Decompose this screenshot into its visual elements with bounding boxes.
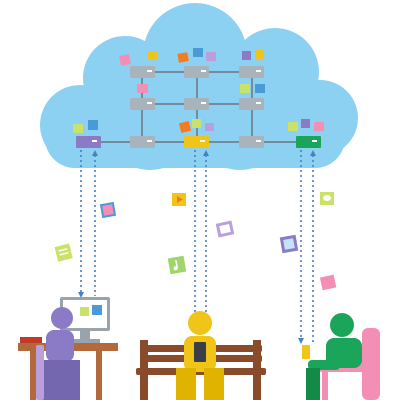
photo-icon (119, 54, 131, 66)
cloud-app-icons (73, 48, 324, 134)
contacts-icon (301, 119, 310, 128)
chat-icon (206, 52, 216, 61)
green-person (306, 313, 362, 400)
cloud (40, 3, 358, 170)
floating-icons (54, 192, 337, 291)
bench-user-scene (136, 311, 266, 400)
server-node-purple (76, 136, 101, 148)
server-node-green (296, 136, 321, 148)
mail-icon (205, 123, 214, 131)
chat-icon (192, 119, 201, 128)
server-nodes (76, 66, 321, 148)
photo-icon (88, 120, 98, 130)
chat-icon (137, 84, 148, 93)
music-icon (240, 84, 250, 93)
chat-icon (288, 122, 298, 131)
music-icon (167, 255, 187, 275)
armchair-user-scene (302, 313, 380, 400)
photo-icon (314, 122, 324, 131)
document-icon (73, 124, 83, 133)
photo-icon (255, 84, 265, 93)
phone (302, 345, 310, 359)
contacts-icon (279, 234, 299, 254)
tablet (194, 342, 206, 362)
desktop-user-scene (18, 297, 118, 400)
folder-icon (319, 274, 337, 291)
server-node (130, 66, 264, 148)
photo-icon (193, 48, 203, 57)
photo-icon (178, 120, 192, 134)
chat-icon (320, 192, 334, 205)
photo-icon (99, 201, 117, 219)
data-links (80, 150, 314, 342)
document-icon (54, 243, 73, 262)
server-node-yellow (184, 136, 209, 148)
mail-icon (215, 220, 235, 238)
purple-person (40, 307, 80, 400)
video-icon (177, 52, 189, 63)
chair (36, 345, 44, 400)
contacts-icon (242, 51, 251, 60)
document-icon (148, 51, 157, 60)
document-icon (255, 50, 264, 59)
server-lights (147, 70, 261, 142)
